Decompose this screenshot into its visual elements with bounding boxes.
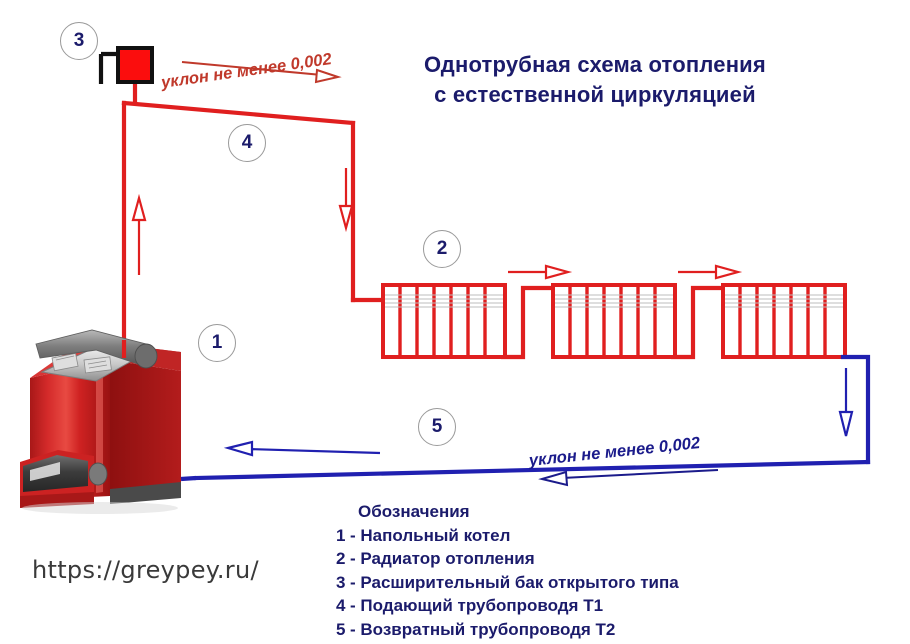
flow-arrow-return-slope: [538, 469, 719, 487]
flow-arrow-rad-link-2: [678, 264, 743, 280]
legend-item-5: 5- Возвратный трубопроводя Т2: [336, 618, 806, 642]
supply-pipe-network: [121, 81, 388, 355]
legend-item-5-dash: -: [350, 619, 356, 639]
radiator-3: [721, 283, 847, 359]
flow-arrow-supply-slope: [181, 61, 342, 84]
radiator-2: [551, 283, 677, 359]
legend-item-4-number: 4: [336, 596, 346, 615]
legend-item-2-number: 2: [336, 549, 346, 568]
return-from-rad3: [840, 354, 871, 465]
return-main-sloped: [193, 459, 871, 481]
legend-item-3-label: Расширительный бак открытого типа: [360, 572, 679, 592]
legend-heading: Обозначения: [358, 502, 470, 521]
legend-item-1-number: 1: [336, 525, 346, 545]
flow-arrow-return-down: [838, 368, 854, 437]
boiler-side: [110, 360, 181, 496]
legend-item-1: 1- Напольный котел: [336, 524, 806, 548]
radiator-1: [381, 283, 507, 359]
legend-item-4: 4- Подающий трубопроводя Т1: [336, 594, 806, 618]
legend-item-1-label: Напольный котел: [360, 525, 511, 545]
expansion-tank: [98, 46, 154, 84]
marker-3-expansion-tank[interactable]: 3: [60, 22, 98, 60]
marker-2-radiator[interactable]: 2: [423, 230, 461, 268]
legend-item-3-number: 3: [336, 572, 346, 592]
boiler: [20, 329, 181, 514]
title-line-2: с естественной циркуляцией: [434, 82, 756, 107]
watermark-url: https://greypey.ru/: [32, 556, 259, 584]
marker-5-label: 5: [431, 416, 443, 437]
flow-arrow-drop-down: [338, 168, 354, 233]
legend-item-5-number: 5: [336, 619, 346, 639]
radiators-group: [381, 283, 847, 359]
rad2-to-rad3: [670, 285, 728, 360]
boiler-base: [110, 482, 181, 504]
page-title: Однотрубная схема отопления с естественн…: [360, 50, 830, 110]
legend-item-3: 3- Расширительный бак открытого типа: [336, 571, 806, 595]
flow-arrow-return-left: [223, 440, 381, 457]
marker-1-boiler[interactable]: 1: [198, 324, 236, 362]
legend-item-4-label: Подающий трубопроводя Т1: [360, 596, 604, 615]
rad1-to-rad2: [500, 285, 558, 360]
legend-item-2: 2- Радиатор отопления: [336, 547, 806, 571]
legend: Обозначения 1- Напольный котел 2- Радиат…: [336, 500, 806, 641]
legend-item-2-dash: -: [350, 549, 356, 568]
marker-4-supply-pipe[interactable]: 4: [228, 124, 266, 162]
boiler-burner: [20, 450, 108, 508]
flow-arrow-riser-up: [131, 193, 147, 275]
marker-4-label: 4: [241, 132, 253, 153]
title-line-1: Однотрубная схема отопления: [424, 52, 766, 77]
legend-item-5-label: Возвратный трубопроводя Т2: [360, 619, 616, 639]
legend-item-1-dash: -: [350, 525, 356, 545]
legend-item-4-dash: -: [350, 596, 356, 615]
return-pipe-network: [193, 354, 871, 481]
legend-item-3-dash: -: [350, 572, 356, 592]
marker-2-label: 2: [436, 238, 448, 259]
marker-1-label: 1: [211, 332, 223, 353]
legend-item-2-label: Радиатор отопления: [360, 549, 535, 568]
marker-5-return-pipe[interactable]: 5: [418, 408, 456, 446]
boiler-return-stub: [180, 475, 197, 482]
radiator-connectors: [500, 285, 728, 360]
flow-arrow-rad-link-1: [508, 264, 573, 280]
supply-main-sloped: [121, 100, 356, 126]
flow-arrows: [131, 61, 854, 487]
marker-3-label: 3: [73, 30, 85, 51]
